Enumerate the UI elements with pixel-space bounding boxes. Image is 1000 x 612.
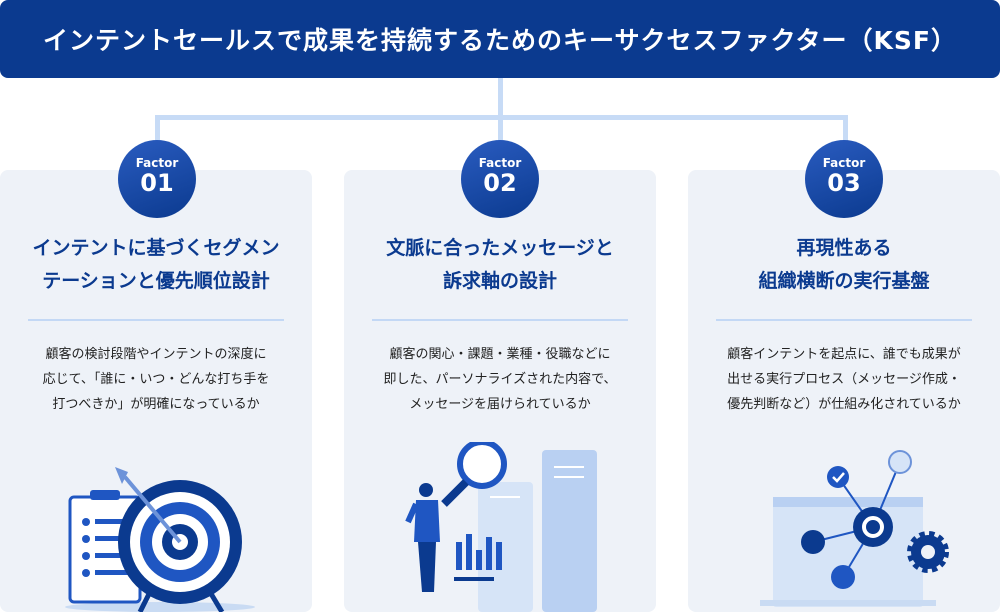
factor-title: 文脈に合ったメッセージと訴求軸の設計 bbox=[344, 232, 656, 298]
desc-line: メッセージを届けられているか bbox=[409, 397, 591, 412]
target-checklist-illustration bbox=[65, 467, 255, 612]
network-gear-illustration bbox=[760, 450, 949, 607]
title-line: 再現性ある bbox=[796, 237, 892, 259]
title-line: 組織横断の実行基盤 bbox=[758, 270, 930, 292]
desc-line: 出せる実行プロセス（メッセージ作成・ bbox=[727, 372, 961, 387]
divider bbox=[28, 319, 284, 321]
factor-label: Factor bbox=[478, 156, 522, 170]
factor-label: Factor bbox=[135, 156, 179, 170]
connector-line bbox=[155, 115, 160, 145]
title-line: 訴求軸の設計 bbox=[442, 270, 557, 292]
factor-number: 03 bbox=[827, 169, 861, 197]
factor-number: 01 bbox=[140, 169, 174, 197]
factor-description: 顧客の関心・課題・業種・役職などに即した、パーソナライズされた内容で、メッセージ… bbox=[344, 342, 656, 417]
factor-card-1: インテントに基づくセグメンテーションと優先順位設計 顧客の検討段階やインテントの… bbox=[0, 170, 312, 612]
title-line: 文脈に合ったメッセージと bbox=[386, 237, 614, 259]
connector-line bbox=[498, 115, 503, 145]
page-title: インテントセールスで成果を持続するためのキーサクセスファクター（KSF） bbox=[0, 0, 1000, 78]
connector-line bbox=[498, 78, 503, 118]
desc-line: 優先判断など）が仕組み化されているか bbox=[727, 397, 961, 412]
title-line: インテントに基づくセグメン bbox=[32, 237, 280, 259]
factor-description: 顧客インテントを起点に、誰でも成果が出せる実行プロセス（メッセージ作成・優先判断… bbox=[688, 342, 1000, 417]
desc-line: 打つべきか」が明確になっているか bbox=[52, 397, 260, 412]
desc-line: 顧客インテントを起点に、誰でも成果が bbox=[727, 347, 961, 362]
person-magnifier-illustration bbox=[405, 442, 597, 612]
connector-line bbox=[843, 115, 848, 145]
title-line: テーションと優先順位設計 bbox=[42, 270, 270, 292]
factor-title: 再現性ある組織横断の実行基盤 bbox=[688, 232, 1000, 298]
desc-line: 応じて、「誰に・いつ・どんな打ち手を bbox=[42, 372, 270, 387]
divider bbox=[372, 319, 628, 321]
desc-line: 顧客の関心・課題・業種・役職などに bbox=[389, 347, 611, 362]
desc-line: 顧客の検討段階やインテントの深度に bbox=[45, 347, 267, 362]
desc-line: 即した、パーソナライズされた内容で、 bbox=[383, 372, 617, 387]
factor-description: 顧客の検討段階やインテントの深度に応じて、「誰に・いつ・どんな打ち手を打つべきか… bbox=[0, 342, 312, 417]
factor-title: インテントに基づくセグメンテーションと優先順位設計 bbox=[0, 232, 312, 298]
divider bbox=[716, 319, 972, 321]
factor-card-3: 再現性ある組織横断の実行基盤 顧客インテントを起点に、誰でも成果が出せる実行プロ… bbox=[688, 170, 1000, 612]
factor-number: 02 bbox=[483, 169, 517, 197]
factor-card-2: 文脈に合ったメッセージと訴求軸の設計 顧客の関心・課題・業種・役職などに即した、… bbox=[344, 170, 656, 612]
factor-label: Factor bbox=[822, 156, 866, 170]
